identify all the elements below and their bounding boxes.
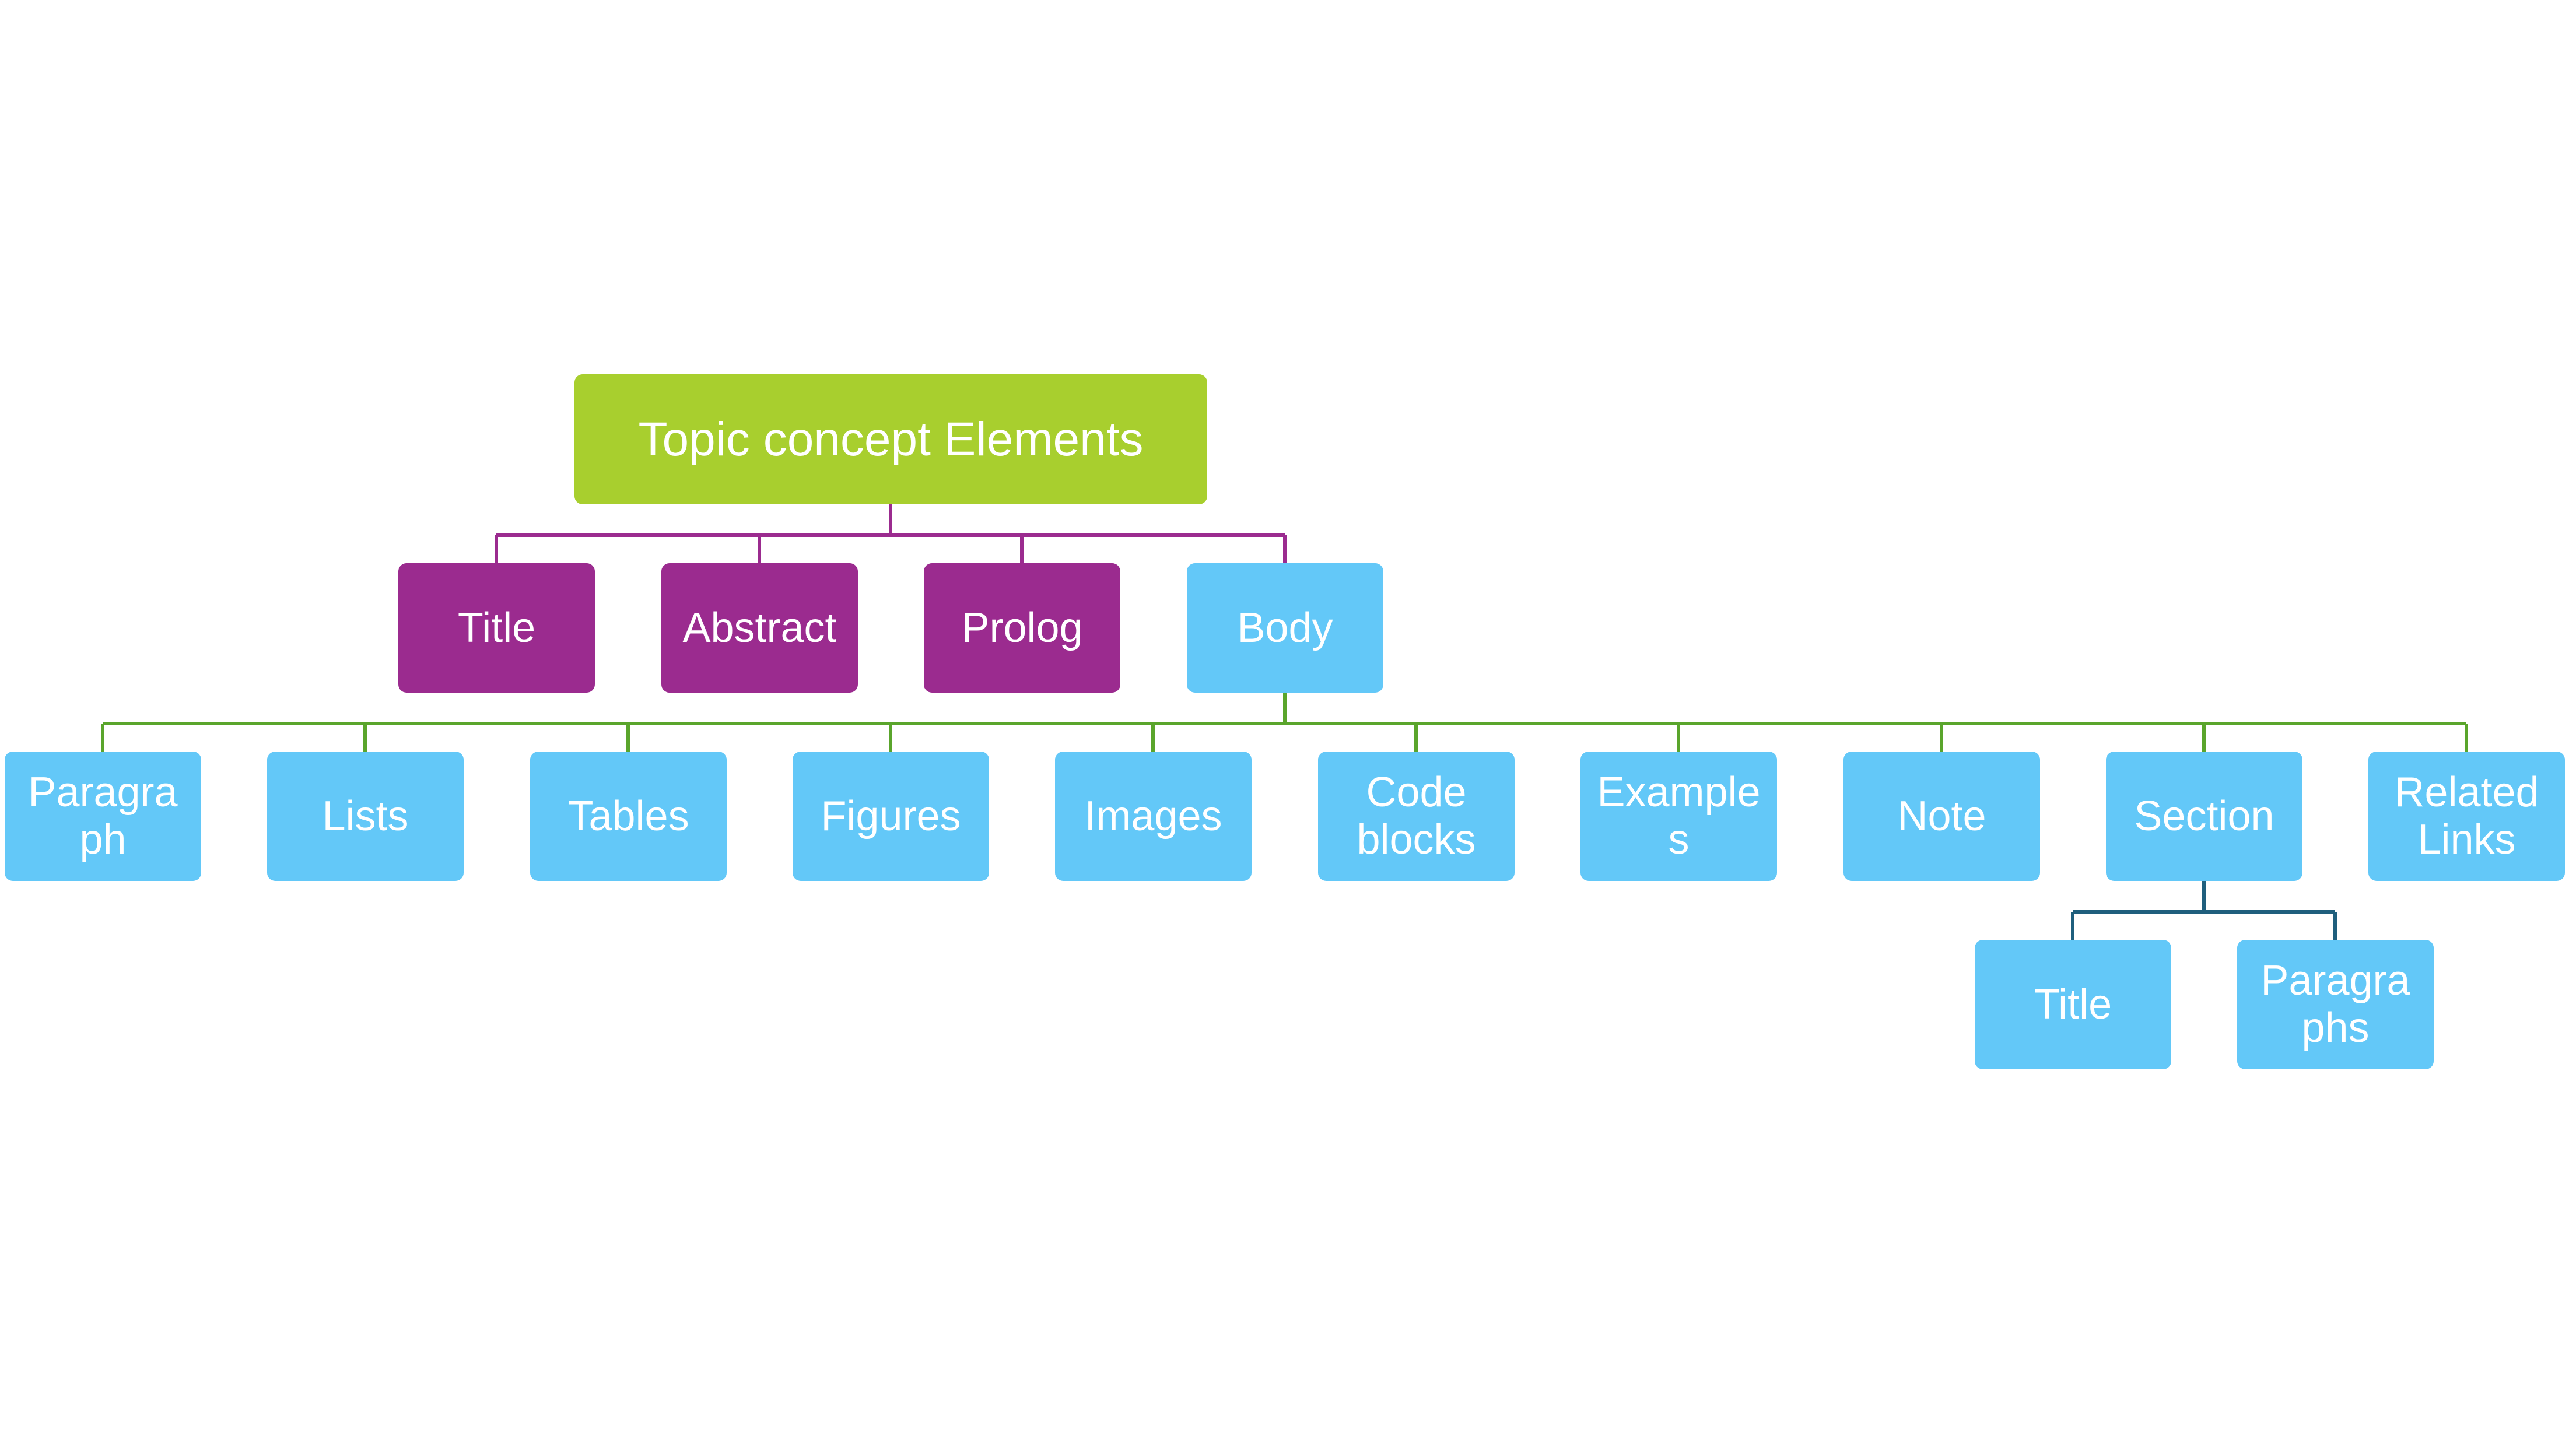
root-node: Topic concept Elements — [574, 374, 1207, 504]
tables-node: Tables — [530, 752, 727, 881]
section-node: Section — [2106, 752, 2302, 881]
prolog-node: Prolog — [924, 563, 1120, 693]
section-connectors — [2071, 881, 2337, 940]
images-node: Images — [1055, 752, 1252, 881]
lists-node: Lists — [267, 752, 464, 881]
body-connectors — [101, 693, 2468, 752]
title-label: Title — [457, 604, 536, 651]
paragraph-label: Paragra ph — [28, 769, 178, 863]
section-paragraphs-node: Paragra phs — [2237, 940, 2434, 1069]
paragraph-node: Paragra ph — [5, 752, 201, 881]
body-node: Body — [1187, 563, 1383, 693]
note-label: Note — [1897, 792, 1986, 840]
section-title-label: Title — [2034, 981, 2112, 1028]
figures-label: Figures — [821, 792, 961, 840]
section-paragraphs-label: Paragra phs — [2260, 957, 2410, 1051]
lists-label: Lists — [322, 792, 409, 840]
section-label: Section — [2134, 792, 2274, 840]
examples-label: Example s — [1597, 769, 1761, 863]
figures-node: Figures — [793, 752, 989, 881]
code-blocks-label: Code blocks — [1357, 769, 1476, 863]
related-links-node: Related Links — [2368, 752, 2565, 881]
root-connectors — [495, 504, 1287, 563]
examples-node: Example s — [1580, 752, 1777, 881]
code-blocks-node: Code blocks — [1318, 752, 1515, 881]
images-label: Images — [1084, 792, 1222, 840]
related-links-label: Related Links — [2394, 769, 2539, 863]
root-label: Topic concept Elements — [638, 412, 1144, 466]
tables-label: Tables — [567, 792, 689, 840]
abstract-node: Abstract — [661, 563, 858, 693]
prolog-label: Prolog — [961, 604, 1083, 651]
title-node: Title — [398, 563, 595, 693]
abstract-label: Abstract — [682, 604, 837, 651]
section-title-node: Title — [1975, 940, 2171, 1069]
note-node: Note — [1843, 752, 2040, 881]
body-label: Body — [1237, 604, 1333, 651]
